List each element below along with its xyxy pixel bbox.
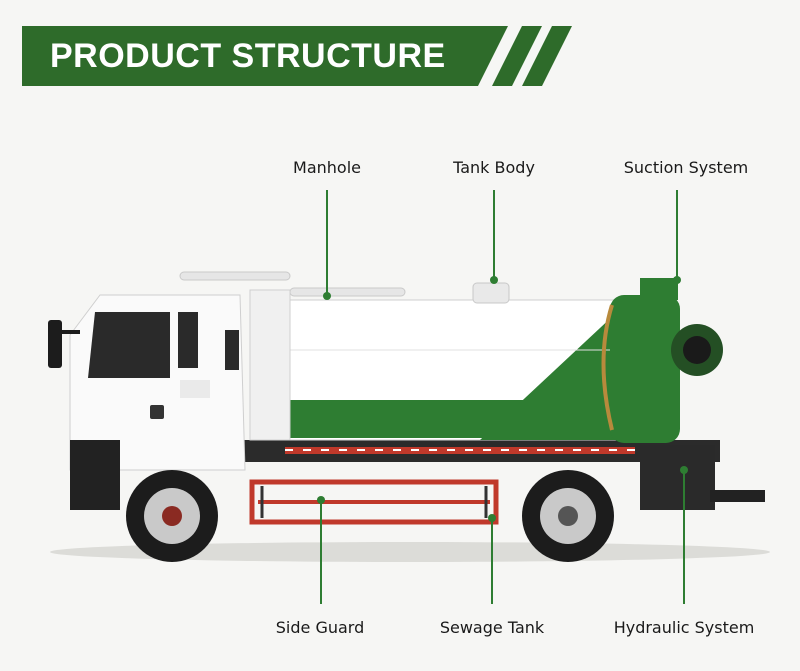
dot-manhole [323, 292, 331, 300]
dot-hydraulic-system [680, 466, 688, 474]
leader-side-guard [320, 500, 322, 604]
suction-end [610, 295, 680, 443]
dot-suction-system [673, 276, 681, 284]
front-wheel [126, 470, 218, 562]
page-title: PRODUCT STRUCTURE [50, 37, 446, 75]
dot-tank-body [490, 276, 498, 284]
header-banner: PRODUCT STRUCTURE [22, 26, 582, 86]
top-rail [285, 447, 635, 454]
leader-sewage-tank [491, 518, 493, 604]
dot-side-guard [317, 496, 325, 504]
label-tank-body: Tank Body [453, 158, 535, 177]
side-guard [249, 479, 499, 525]
label-suction-system: Suction System [623, 158, 749, 177]
label-side-guard: Side Guard [275, 618, 365, 637]
rear-wheel [522, 470, 614, 562]
leader-manhole [326, 190, 328, 294]
leader-suction-system [676, 190, 678, 278]
leader-tank-body [493, 190, 495, 278]
banner-shape [22, 26, 572, 86]
leader-hydraulic-system [683, 470, 685, 604]
label-hydraulic-system: Hydraulic System [613, 618, 755, 637]
label-sewage-tank: Sewage Tank [439, 618, 545, 637]
label-manhole: Manhole [293, 158, 361, 177]
dot-sewage-tank [488, 514, 496, 522]
hydraulic-box [640, 445, 715, 510]
